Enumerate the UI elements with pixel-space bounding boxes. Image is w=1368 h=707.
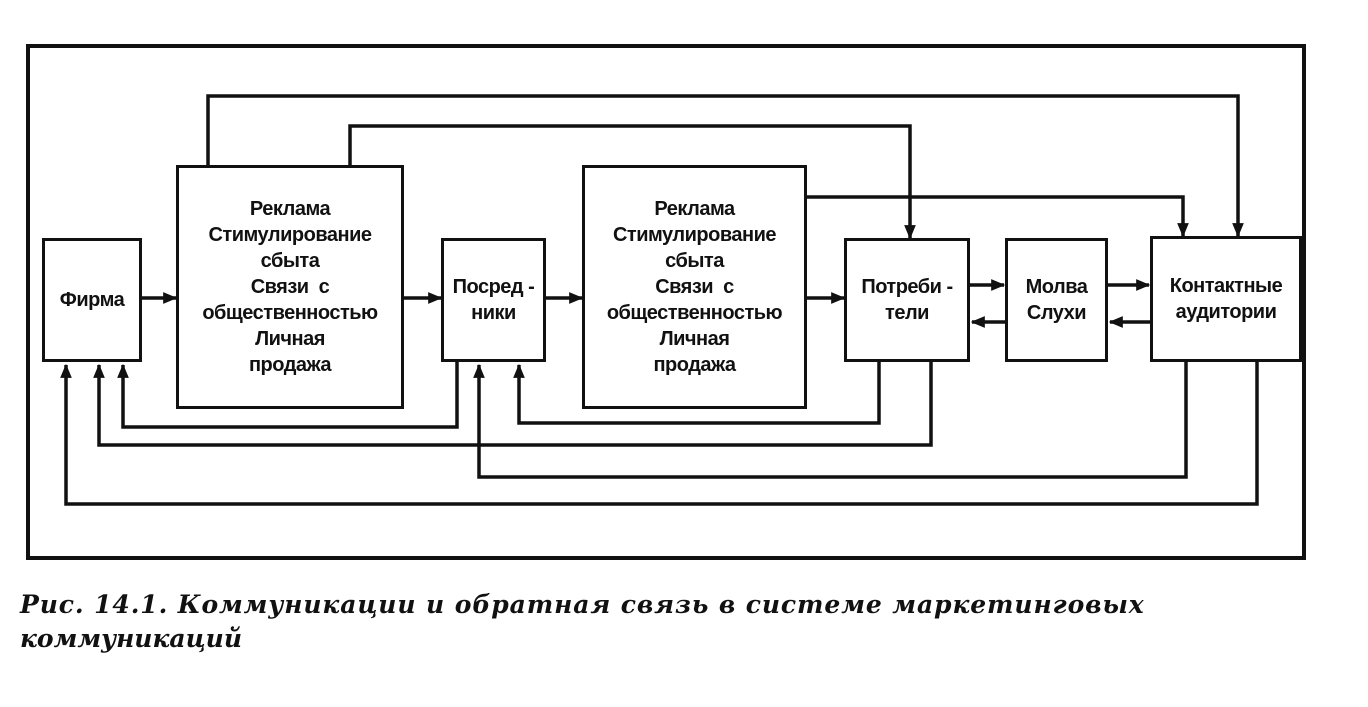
node-rumors: Молва Слухи: [1005, 238, 1108, 362]
node-label: Реклама: [249, 198, 331, 220]
figure-caption: Рис. 14.1. Коммуникации и обратная связь…: [20, 588, 1340, 656]
node-label: Слухи: [1026, 302, 1087, 324]
edge-audiences-to-firm: [60, 362, 1259, 506]
edge-promo-a-to-consumers: [348, 124, 916, 240]
diagram-frame: [26, 44, 1306, 560]
caption-line: Рис. 14.1. Коммуникации и обратная связь…: [20, 590, 1145, 619]
edge-consumers-to-firm: [93, 362, 933, 447]
node-label: Личная: [659, 328, 730, 350]
edge-consumers-to-intermediaries: [513, 362, 881, 425]
edge-promo-b-to-audiences: [807, 195, 1189, 238]
node-consumers: Потреби - тели: [844, 238, 970, 362]
node-label: Потреби -: [861, 276, 953, 298]
node-label: Связи с: [655, 276, 734, 298]
node-label: ники: [471, 302, 516, 324]
node-label: общественностью: [202, 302, 378, 324]
node-label: тели: [885, 302, 929, 324]
edge-intermediaries-to-firm: [117, 362, 459, 429]
node-firm: Фирма: [42, 238, 142, 362]
node-label: общественностью: [606, 302, 783, 324]
node-label: Личная: [255, 328, 325, 350]
node-label: Фирма: [59, 289, 125, 311]
edge-promo-a-to-audiences: [206, 94, 1244, 238]
node-label: аудитории: [1175, 301, 1277, 323]
node-promotion-mix-2: Реклама Стимулирование сбыта Связи с общ…: [582, 165, 807, 409]
node-intermediaries: Посред - ники: [441, 238, 546, 362]
node-label: Стимулирование: [612, 224, 777, 246]
node-label: сбыта: [260, 250, 320, 272]
edge-audiences-to-intermediaries: [473, 362, 1188, 479]
node-label: Стимулирование: [208, 224, 372, 246]
caption-line: коммуникаций: [20, 624, 243, 653]
node-label: продажа: [653, 354, 736, 376]
node-label: Контактные: [1169, 275, 1283, 297]
node-promotion-mix-1: Реклама Стимулирование сбыта Связи с общ…: [176, 165, 404, 409]
node-label: Посред -: [452, 276, 535, 298]
node-label: продажа: [248, 354, 332, 376]
node-label: сбыта: [665, 250, 724, 272]
node-label: Реклама: [654, 198, 735, 220]
node-label: Связи с: [250, 276, 330, 298]
node-label: Молва: [1025, 276, 1088, 298]
node-contact-audiences: Контактные аудитории: [1150, 236, 1302, 362]
